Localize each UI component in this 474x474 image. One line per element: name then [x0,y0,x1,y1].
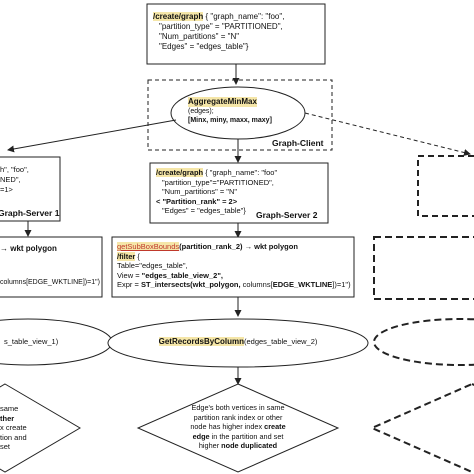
arrow-to-server-n [304,112,471,156]
query-box-right [373,236,474,300]
records-mid-text: GetRecordsByColumn(edges_table_view_2) [158,337,318,346]
aggregate-text: AggregateMinMax (edges); [Minx, miny, ma… [188,97,272,124]
graph-server-1-label: Graph-Server 1 [0,208,60,218]
query-left-text: → wkt polygon columns[EDGE_WKTLINE])=1") [0,244,100,286]
get-sub-box-bounds-fn: getSubBoxBounds [117,242,180,251]
arrow-to-server-1 [7,119,177,153]
aggregate-title: AggregateMinMax [188,97,257,107]
decision-diamond-left [0,383,81,473]
decision-diamond-right [369,382,474,474]
create-graph-text: /create/graph { "graph_name": "foo", "pa… [153,12,285,51]
records-left-text: s_table_view_1) [4,337,59,346]
query-box-left [0,236,103,298]
server-2-text: /create/graph { "graph_name": "foo" "par… [156,168,278,215]
query-mid-text: getSubBoxBounds(partition_rank_2) → wkt … [117,242,351,290]
decision-diamond-mid [136,383,340,473]
records-ellipse-right [373,318,474,366]
graph-client-cluster [147,79,333,151]
decision-left-text: same ther x create tion and set [0,404,27,451]
get-records-by-column-fn: GetRecordsByColumn [158,337,244,346]
server-1-text: h", "foo", NED", =1> [0,165,29,194]
server-1-box [0,156,61,222]
graph-server-2-label: Graph-Server 2 [256,210,318,220]
decision-mid-text: Edge's both vertices in same partition r… [190,403,286,451]
server-n-box [417,155,474,217]
create-graph-command: /create/graph [153,12,204,21]
graph-client-label: Graph-Client [272,138,324,148]
